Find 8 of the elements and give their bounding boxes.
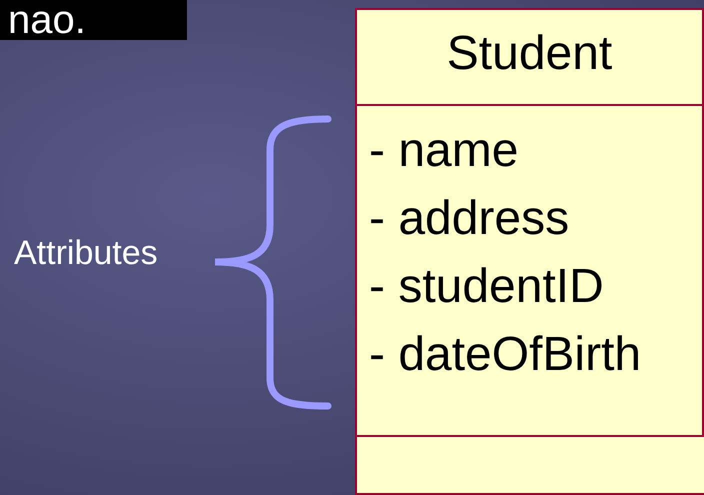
brace-label: Attributes [14, 234, 158, 272]
attribute-text: - name [369, 123, 518, 179]
heading-text: nao. [0, 0, 187, 40]
class-box [355, 8, 704, 495]
class-name: Student [446, 26, 614, 82]
attribute-text: - studentID [369, 259, 604, 315]
attribute-text: - address [369, 191, 570, 247]
attribute-text: - dateOfBirth [369, 327, 642, 383]
